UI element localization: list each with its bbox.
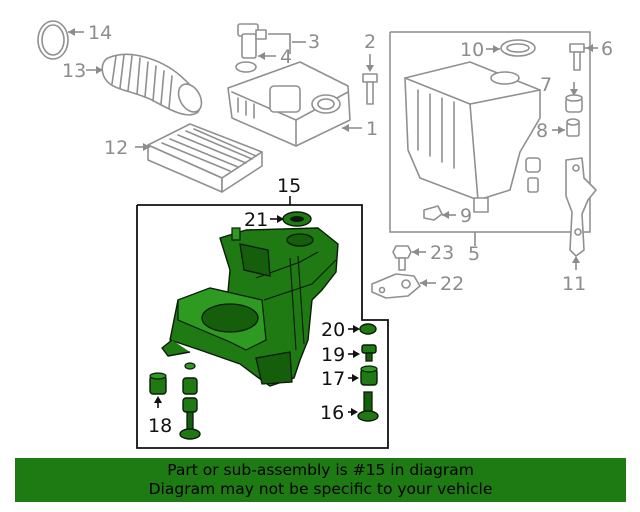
callout-8: 8: [536, 120, 548, 142]
callout-21: 21: [244, 209, 268, 231]
part-10-seal: [500, 39, 536, 57]
callout-4: 4: [280, 46, 292, 68]
part-2-bolt: [362, 73, 378, 105]
callout-11: 11: [562, 273, 586, 295]
callout-20: 20: [321, 319, 345, 341]
part-17-grommet: [360, 365, 378, 386]
info-banner: Part or sub-assembly is #15 in diagram D…: [15, 458, 626, 502]
part-8-bushing: [566, 118, 580, 137]
part-11-bracket: [565, 157, 597, 257]
part-23-bolt: [392, 245, 412, 271]
assembly-15-frame: [136, 204, 389, 449]
callout-6: 6: [601, 38, 613, 60]
parts-diagram: 14 13 12 4 3 1: [37, 20, 613, 449]
callout-2: 2: [364, 31, 376, 53]
part-4-seal: [235, 61, 257, 73]
part-13-intake-tube: [101, 53, 203, 116]
callout-13: 13: [62, 60, 86, 82]
callout-15: 15: [277, 175, 301, 197]
part-20-grommet: [359, 323, 377, 335]
part-19-clip: [361, 344, 377, 362]
part-15-resonator: [161, 227, 339, 387]
banner-line-2: Diagram may not be specific to your vehi…: [148, 480, 493, 498]
callout-19: 19: [321, 344, 345, 366]
part-18-mount-set: [149, 362, 201, 440]
part-14-clamp-ring: [37, 20, 69, 60]
callout-23: 23: [430, 242, 454, 264]
part-12-air-filter: [147, 123, 263, 193]
callout-18: 18: [148, 415, 172, 437]
part-1-upper-cover: [227, 61, 351, 147]
callout-10: 10: [460, 39, 484, 61]
part-5-grommet: [525, 157, 541, 193]
banner-line-1: Part or sub-assembly is #15 in diagram: [167, 461, 474, 479]
part-3-sensor: [237, 23, 267, 59]
part-9-nut: [423, 205, 443, 221]
part-6-bolt: [569, 43, 585, 71]
part-16-bolt: [357, 391, 379, 422]
callout-17: 17: [321, 368, 345, 390]
callout-22: 22: [440, 273, 464, 295]
part-7-grommet: [565, 94, 583, 113]
part-21-seal: [282, 211, 312, 227]
callout-5: 5: [468, 243, 480, 265]
callout-3: 3: [308, 31, 320, 53]
callout-14: 14: [88, 22, 112, 44]
callout-7: 7: [540, 74, 552, 96]
callout-9: 9: [460, 205, 472, 227]
part-5-lower-housing: [404, 61, 541, 213]
callout-12: 12: [104, 137, 128, 159]
part-22-bracket: [371, 273, 421, 299]
callout-1: 1: [366, 118, 378, 140]
callout-16: 16: [320, 402, 344, 424]
